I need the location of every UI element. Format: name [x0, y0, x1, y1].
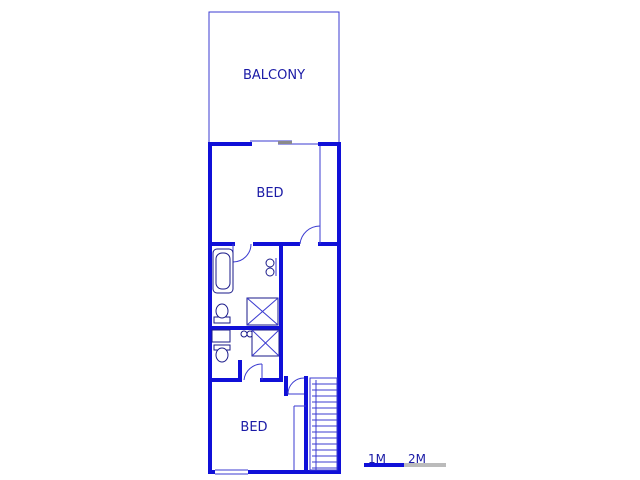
exterior-walls: [208, 142, 341, 474]
scale-label-2m: 2M: [408, 452, 426, 466]
scale-label-1m: 1M: [368, 452, 386, 466]
lower-bathroom-door-swing: [243, 363, 263, 381]
bathroom-walls: [208, 326, 283, 382]
bathtub: [212, 248, 234, 294]
bottom-window: [215, 469, 248, 475]
bedroom-door-swing: [299, 225, 321, 245]
toilet-lower: [213, 344, 231, 363]
balcony-sliding-door: [250, 140, 320, 145]
vanity-lower: [211, 329, 254, 343]
double-basin: [265, 258, 277, 277]
balcony-label: BALCONY: [243, 68, 305, 83]
toilet-upper: [213, 303, 231, 324]
bed-upper-label: BED: [256, 186, 283, 201]
shower-upper: [246, 297, 279, 326]
shower-lower: [251, 329, 280, 357]
lower-bedroom-walls: [284, 376, 308, 474]
staircase: [309, 377, 338, 471]
balcony-area: BALCONY: [208, 11, 340, 145]
bathroom-door-swing: [232, 243, 252, 263]
scale-bar: 1M 2M: [364, 452, 446, 467]
bed-lower-label: BED: [240, 420, 267, 435]
lower-bedroom-door-swing: [287, 377, 305, 395]
